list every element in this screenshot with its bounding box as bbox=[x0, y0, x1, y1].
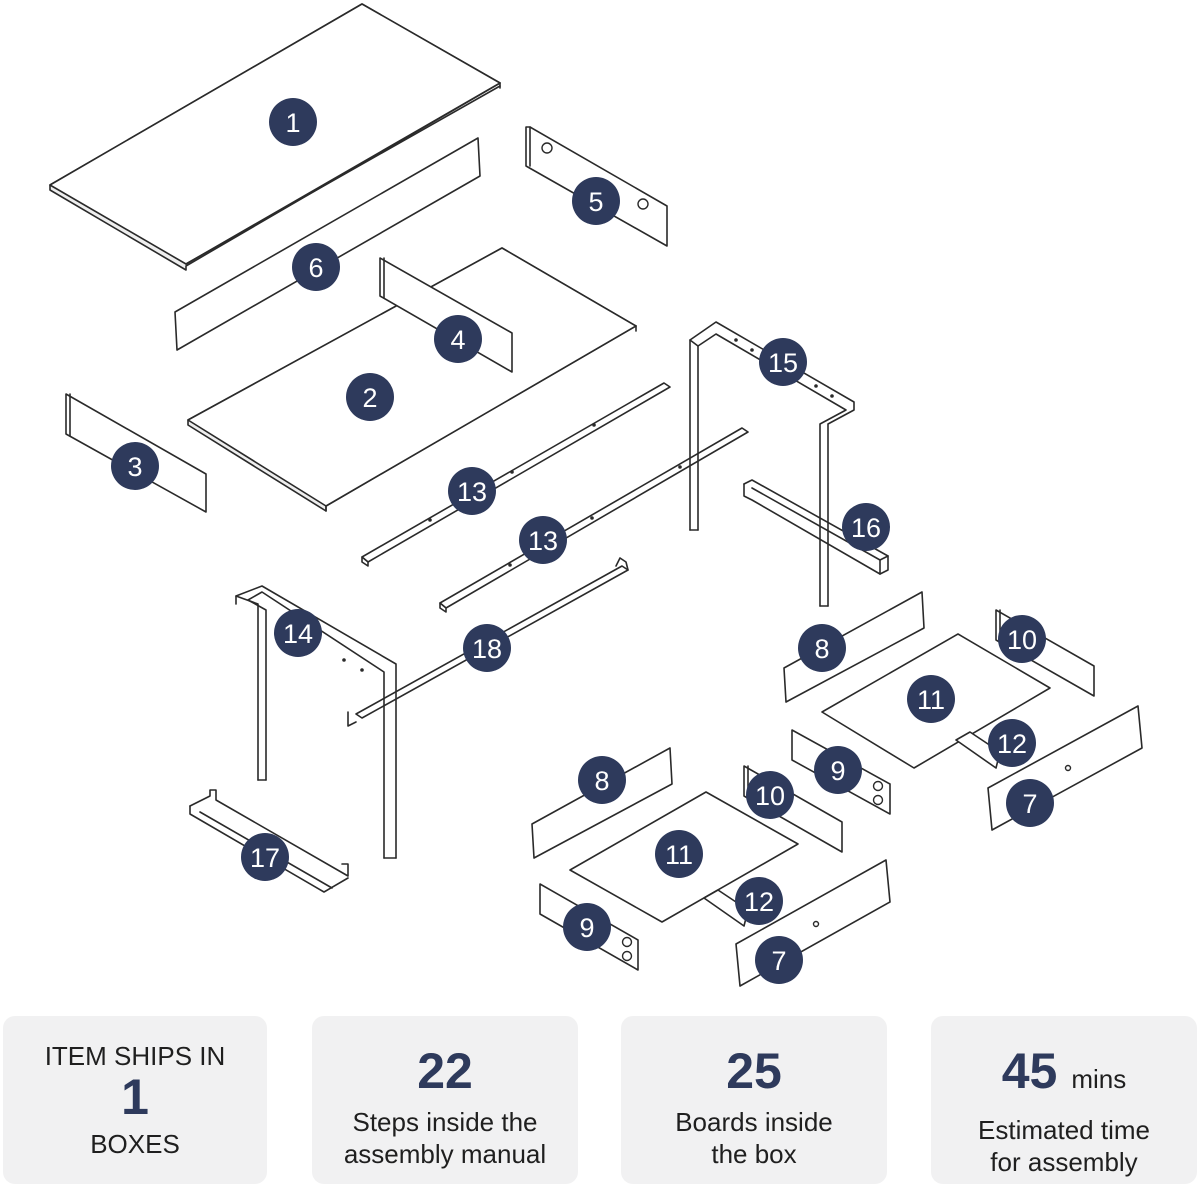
badge-10-upper: 10 bbox=[998, 615, 1046, 663]
badge-12-upper: 12 bbox=[988, 719, 1036, 767]
badge-8-lower: 8 bbox=[578, 756, 626, 804]
card-boards: 25 Boards inside the box bbox=[621, 1016, 887, 1184]
badge-17: 17 bbox=[241, 833, 289, 881]
badge-9-upper: 9 bbox=[814, 746, 862, 794]
badge-6: 6 bbox=[292, 243, 340, 291]
steps-count: 22 bbox=[417, 1043, 473, 1099]
badge-label: 6 bbox=[308, 253, 323, 283]
card-ships-in: ITEM SHIPS IN 1 BOXES bbox=[3, 1016, 267, 1184]
badge-label: 12 bbox=[997, 729, 1027, 759]
badge-label: 10 bbox=[755, 781, 785, 811]
ships-box-count: 1 bbox=[121, 1069, 149, 1125]
badge-label: 4 bbox=[450, 325, 465, 355]
badge-2: 2 bbox=[346, 373, 394, 421]
badge-12-lower: 12 bbox=[735, 877, 783, 925]
steps-line-2: assembly manual bbox=[343, 1139, 547, 1169]
badge-label: 9 bbox=[830, 756, 845, 786]
badge-label: 8 bbox=[814, 634, 829, 664]
boards-line-2: the box bbox=[711, 1139, 797, 1169]
badge-10-lower: 10 bbox=[746, 771, 794, 819]
steps-line-1: Steps inside the bbox=[352, 1107, 538, 1137]
badge-label: 12 bbox=[744, 887, 774, 917]
badge-3: 3 bbox=[111, 442, 159, 490]
badge-label: 16 bbox=[851, 513, 881, 543]
badge-16: 16 bbox=[842, 503, 890, 551]
badge-label: 11 bbox=[665, 840, 693, 870]
info-cards: ITEM SHIPS IN 1 BOXES 22 Steps inside th… bbox=[0, 1016, 1200, 1186]
part-13-cross-bar-upper bbox=[361, 382, 671, 567]
badge-15: 15 bbox=[759, 338, 807, 386]
badge-7-upper: 7 bbox=[1006, 779, 1054, 827]
badge-label: 10 bbox=[1007, 625, 1037, 655]
badge-label: 11 bbox=[917, 685, 945, 715]
boards-line-1: Boards inside bbox=[675, 1107, 833, 1137]
badge-label: 18 bbox=[472, 634, 502, 664]
badge-label: 2 bbox=[362, 383, 377, 413]
part-14-left-leg-frame bbox=[235, 585, 397, 859]
badge-label: 15 bbox=[768, 348, 798, 378]
badge-8-upper: 8 bbox=[798, 624, 846, 672]
badge-label: 9 bbox=[579, 913, 594, 943]
part-6-back-board bbox=[174, 137, 481, 351]
card-steps: 22 Steps inside the assembly manual bbox=[312, 1016, 578, 1184]
ships-label-top: ITEM SHIPS IN bbox=[44, 1041, 226, 1071]
badge-label: 17 bbox=[250, 843, 280, 873]
badge-label: 1 bbox=[285, 108, 300, 138]
assembly-time-line-1: Estimated time bbox=[978, 1115, 1150, 1145]
badge-label: 8 bbox=[594, 766, 609, 796]
badge-11-lower: 11 bbox=[655, 830, 703, 878]
badge-5: 5 bbox=[572, 177, 620, 225]
card-assembly-time: 45 mins Estimated time for assembly bbox=[931, 1016, 1197, 1184]
part-13-cross-bar-lower bbox=[439, 427, 749, 613]
badge-14: 14 bbox=[274, 609, 322, 657]
badge-label: 13 bbox=[528, 526, 558, 556]
assembly-time-line-2: for assembly bbox=[990, 1147, 1138, 1177]
badge-1: 1 bbox=[269, 98, 317, 146]
exploded-assembly-diagram: 1 5 6 4 2 15 3 13 16 13 14 18 8 10 11 12… bbox=[49, 3, 1143, 987]
ships-label-bottom: BOXES bbox=[90, 1129, 180, 1159]
badge-label: 14 bbox=[283, 619, 313, 649]
badge-label: 7 bbox=[1022, 789, 1037, 819]
part-8-drawer-side-a bbox=[783, 591, 925, 703]
badge-9-lower: 9 bbox=[563, 903, 611, 951]
badge-13-lower: 13 bbox=[519, 516, 567, 564]
assembly-time-value: 45 mins bbox=[931, 1046, 1197, 1104]
badge-4: 4 bbox=[434, 315, 482, 363]
badge-label: 3 bbox=[127, 452, 142, 482]
drawer-a-parts bbox=[783, 591, 1143, 831]
badge-7-lower: 7 bbox=[755, 936, 803, 984]
badge-label: 13 bbox=[457, 477, 487, 507]
assembly-time-unit: mins bbox=[1071, 1064, 1127, 1094]
badge-label: 5 bbox=[588, 187, 603, 217]
boards-count: 25 bbox=[726, 1043, 782, 1099]
badge-11-upper: 11 bbox=[907, 675, 955, 723]
badge-13-upper: 13 bbox=[448, 467, 496, 515]
badge-18: 18 bbox=[463, 624, 511, 672]
assembly-time-number: 45 bbox=[1001, 1043, 1058, 1099]
badge-label: 7 bbox=[771, 946, 786, 976]
